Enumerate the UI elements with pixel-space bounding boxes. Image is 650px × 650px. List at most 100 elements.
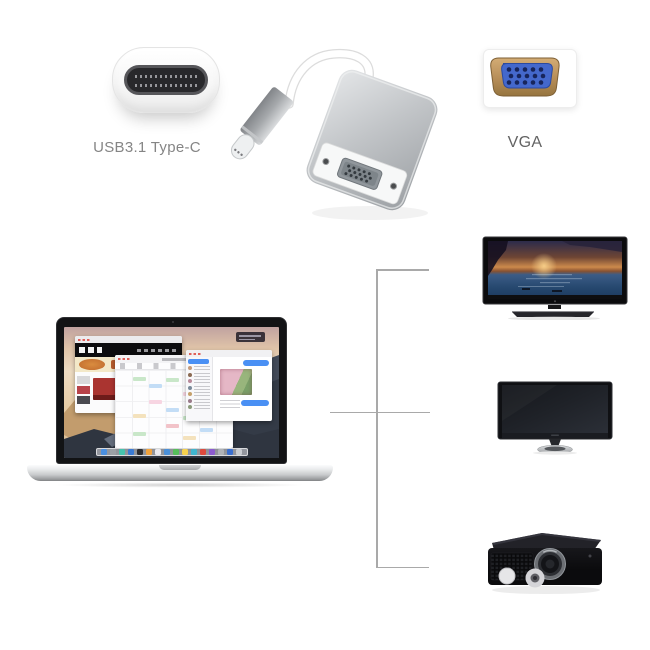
usb-c-port-icon: [112, 47, 220, 113]
tv-stand-base: [512, 312, 594, 317]
calendar-event-chip: [200, 428, 213, 432]
dock-icon: [137, 449, 143, 455]
connector-line-projector: [377, 566, 429, 568]
avatar: [188, 385, 192, 390]
calendar-title-text: [162, 358, 186, 361]
dock-icon: [236, 449, 242, 455]
usbc-label: USB3.1 Type-C: [93, 139, 201, 156]
conversation-row: [188, 366, 210, 370]
calendar-titlebar: [115, 355, 233, 363]
dock-icon: [164, 449, 170, 455]
connector-line-vertical: [376, 269, 378, 568]
connector-line-monitor: [330, 411, 430, 413]
avatar: [188, 372, 192, 377]
calendar-day-headers: [115, 363, 233, 370]
calendar-event-chip: [183, 436, 196, 440]
connector-line-tv: [377, 269, 429, 271]
avatar: [188, 392, 192, 396]
projector-foot-knob: [498, 567, 516, 585]
thumbnail: [77, 376, 90, 384]
calendar-event-chip: [149, 400, 162, 404]
laptop-base: [27, 464, 333, 481]
vga-label: VGA: [507, 134, 543, 151]
usb-c-pins-top: [135, 75, 197, 78]
dock-icon: [209, 449, 215, 455]
conversation-row: [188, 398, 210, 403]
dock-icon: [155, 449, 161, 455]
projector-lens: [534, 548, 566, 580]
dock-icon: [218, 449, 224, 455]
messages-sidebar: [186, 357, 213, 421]
calendar-event-chip: [149, 384, 162, 388]
conversation-row: [188, 372, 210, 377]
dock-icon: [128, 449, 134, 455]
usb-cable: [285, 50, 373, 108]
dock-icon: [227, 449, 233, 455]
tv-stand-neck: [548, 305, 561, 309]
monitor-screen: [502, 385, 608, 433]
message-text-lines: [220, 400, 240, 408]
conversation-row: [188, 385, 210, 390]
calendar-event-chip: [133, 414, 146, 418]
messages-window: [186, 350, 272, 421]
usbc-to-vga-adapter-icon: [230, 48, 438, 220]
dock-icon: [173, 449, 179, 455]
dock-icon: [146, 449, 152, 455]
browser-titlebar: [75, 336, 182, 343]
widget-text-line: [239, 335, 261, 337]
shared-photo: [220, 369, 252, 395]
vga-port-icon: [483, 49, 577, 108]
conversation-row: [188, 405, 210, 409]
dock-icon: [200, 449, 206, 455]
widget-text-line: [239, 338, 255, 340]
adapter-screw-left: [322, 158, 330, 166]
dock-icon: [101, 449, 107, 455]
monitor-stand-neck: [549, 439, 561, 447]
laptop-shadow: [45, 482, 315, 488]
calendar-event-chip: [133, 377, 146, 381]
adapter-vga-pins: [344, 164, 372, 183]
calendar-event-chip: [166, 408, 179, 412]
adapter-body: [306, 69, 438, 211]
adapter-shadow: [312, 206, 428, 220]
tv-icon: [482, 236, 628, 320]
avatar: [188, 379, 192, 383]
dock-icon: [119, 449, 125, 455]
site-nav-links: [137, 349, 179, 352]
message-bubble: [243, 360, 269, 366]
traffic-light-icons: [78, 338, 90, 341]
adapter-screw-right: [390, 182, 398, 190]
thumbnail: [77, 386, 90, 394]
projector-icon: [488, 533, 602, 594]
calendar-event-chip: [133, 432, 146, 436]
site-logo: [79, 347, 102, 353]
laptop-camera: [171, 321, 174, 323]
calendar-event-chip: [166, 424, 179, 428]
dock-icon: [110, 449, 116, 455]
traffic-light-icons: [189, 352, 201, 355]
avatar: [188, 366, 192, 370]
browser-banner: [75, 343, 182, 357]
dock-icon: [182, 449, 188, 455]
laptop-wallpaper: [64, 327, 279, 458]
dock-icon: [191, 449, 197, 455]
conversation-list: [188, 366, 210, 412]
avatar: [188, 405, 192, 409]
dock: [95, 448, 248, 456]
avatar: [188, 398, 192, 403]
conversation-row: [188, 379, 210, 383]
thumbnail: [77, 396, 90, 404]
usb-c-pins-bottom: [135, 84, 197, 87]
messages-titlebar: [186, 350, 272, 357]
laptop-icon: [56, 317, 287, 464]
conversation-row: [188, 392, 210, 396]
usb-c-plug: [230, 87, 294, 160]
traffic-light-icons: [118, 357, 130, 360]
message-bubble: [241, 400, 269, 406]
vga-connector-drawing: [490, 57, 560, 97]
calendar-event-chip: [166, 378, 179, 382]
compose-button: [188, 359, 209, 364]
desktop-widget: [236, 332, 265, 342]
food-photo: [79, 359, 105, 370]
